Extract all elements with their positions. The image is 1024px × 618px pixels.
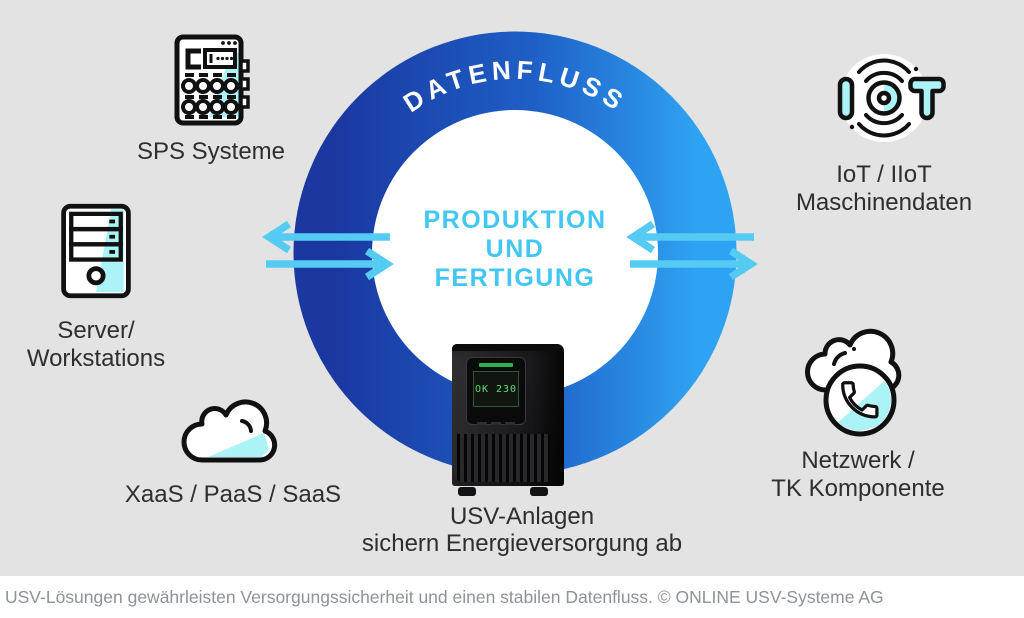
node-sps (167, 25, 259, 129)
ups-foot-left (458, 487, 476, 496)
node-iot (828, 52, 948, 148)
ups-front-panel: OK 230 (466, 357, 526, 425)
ring-inner-disc (372, 110, 658, 396)
arrow-right-outbound-icon (630, 247, 758, 281)
netzwerk-label: Netzwerk / TK Komponente (771, 447, 945, 502)
center-title: PRODUKTION UND FERTIGUNG (365, 206, 665, 293)
xaas-label: XaaS / PaaS / SaaS (124, 481, 342, 508)
server-label: Server/ Workstations (26, 317, 166, 372)
ups-brand-strip (479, 363, 513, 367)
arrow-left-outbound-icon (262, 220, 390, 254)
ups-body: OK 230 (452, 344, 564, 486)
center-title-line2: UND (485, 235, 545, 263)
server-tower-icon (61, 203, 131, 299)
sps-label: SPS Systeme (136, 138, 286, 165)
iot-icon (837, 54, 946, 142)
ups-top-edge (452, 344, 564, 351)
node-netzwerk (798, 324, 914, 446)
arrow-left-inbound-icon (266, 247, 394, 281)
footer-bar: USV-Lösungen gewährleisten Versorgungssi… (0, 576, 1024, 618)
cloud-icon (181, 399, 278, 463)
plc-controller-icon (174, 34, 250, 126)
ups-foot-right (530, 487, 548, 496)
arrow-right-inbound-icon (626, 220, 754, 254)
usv-label: USV-Anlagen sichern Energieversorgung ab (361, 503, 683, 557)
ups-vents (457, 434, 550, 482)
center-title-line1: PRODUKTION (423, 206, 607, 234)
ups-lcd-display: OK 230 (473, 371, 519, 407)
center-title-line3: FERTIGUNG (434, 264, 596, 292)
node-xaas (176, 398, 288, 470)
footer-caption: USV-Lösungen gewährleisten Versorgungssi… (5, 587, 884, 607)
iot-label: IoT / IIoT Maschinendaten (795, 161, 973, 216)
node-server (56, 200, 136, 302)
cloud-phone-icon (805, 328, 902, 437)
ups-buttons (467, 412, 525, 430)
ups-device: OK 230 (452, 344, 564, 496)
